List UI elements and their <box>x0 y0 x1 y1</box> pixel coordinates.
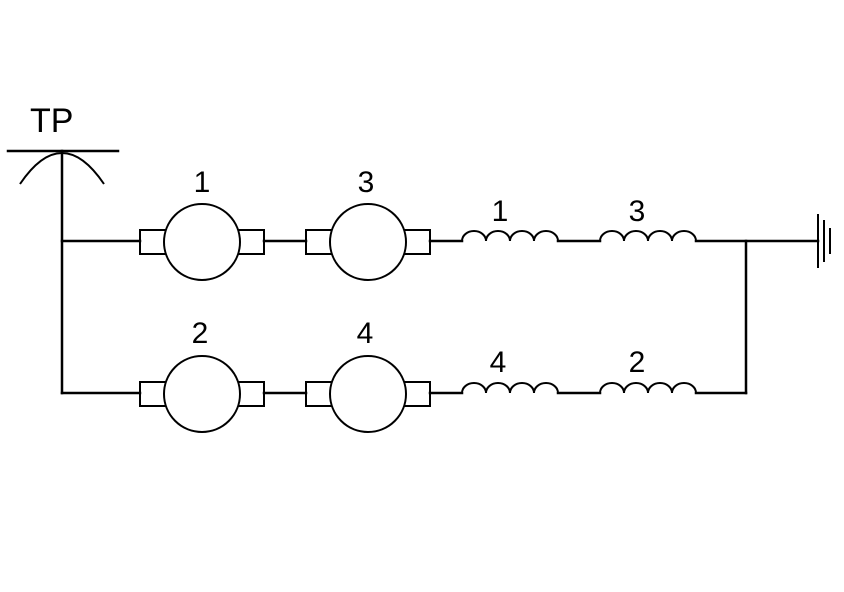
motor-2-label: 2 <box>192 317 209 350</box>
field-2-coil <box>599 382 697 394</box>
motor-3: 3 <box>305 166 431 281</box>
field-1-label: 1 <box>492 195 509 228</box>
field-2-label: 2 <box>629 346 646 379</box>
field-1: 1 <box>461 195 559 242</box>
field-3-label: 3 <box>629 195 646 228</box>
motor-3-label: 3 <box>358 166 375 199</box>
motor-1: 1 <box>139 166 265 281</box>
pantograph-label: TP <box>30 102 73 140</box>
pantograph: TP <box>6 102 120 395</box>
motor-2: 2 <box>139 317 265 433</box>
field-2: 2 <box>599 346 697 394</box>
field-3-coil <box>599 230 697 242</box>
bottom-branch-wires <box>60 239 748 395</box>
field-1-coil <box>461 230 559 242</box>
motor-1-label: 1 <box>194 166 211 199</box>
motor-4: 4 <box>305 317 431 433</box>
ground-icon <box>817 214 831 268</box>
motor-4-label: 4 <box>357 317 374 350</box>
field-4-coil <box>461 382 559 394</box>
field-4: 4 <box>461 346 559 394</box>
field-3: 3 <box>599 195 697 242</box>
field-4-label: 4 <box>490 346 507 379</box>
